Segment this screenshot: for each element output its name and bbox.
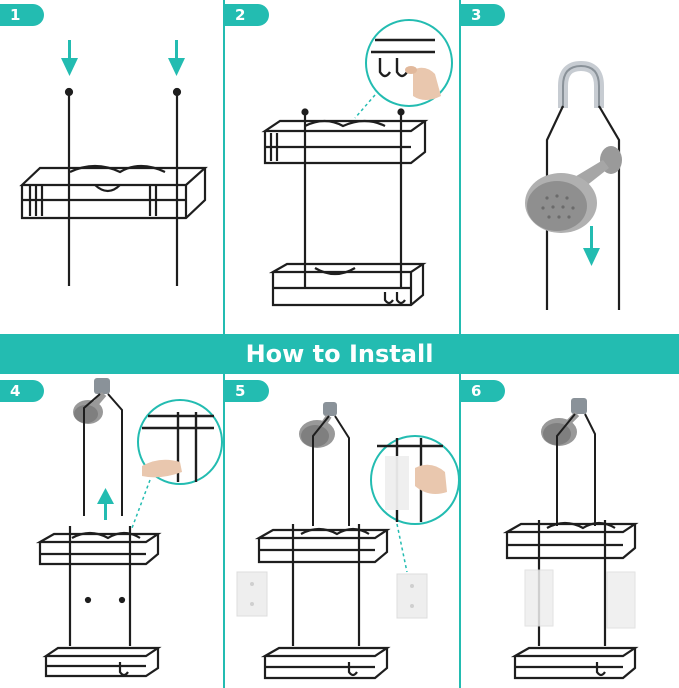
step-4-illustration	[35, 378, 223, 678]
step-4-badge: 4	[0, 380, 44, 402]
step-4-panel: 4	[0, 376, 223, 688]
detail-magnifier	[370, 435, 459, 525]
adhesive-pad-icon	[524, 569, 554, 627]
up-arrow-icon	[97, 488, 114, 520]
step-2-illustration	[261, 19, 453, 307]
divider	[459, 0, 461, 334]
step-5-panel: 5	[225, 376, 459, 688]
banner	[0, 334, 679, 374]
hand-icon	[142, 459, 182, 478]
detail-magnifier	[365, 19, 453, 107]
step-1-badge: 1	[0, 4, 44, 26]
step-5-badge: 5	[225, 380, 269, 402]
divider	[223, 374, 225, 688]
banner-title: How to Install	[245, 340, 434, 368]
caddy-icon	[35, 526, 162, 678]
hand-icon	[405, 66, 441, 100]
shower-head-icon	[299, 402, 337, 448]
step-6-illustration	[502, 398, 639, 680]
divider	[223, 0, 225, 334]
caddy-icon	[19, 87, 208, 286]
step-2-badge: 2	[225, 4, 269, 26]
step-5-illustration	[236, 402, 459, 680]
hand-icon	[415, 464, 447, 494]
shower-head-icon	[73, 378, 110, 424]
step-6-panel: 6	[461, 376, 679, 688]
divider	[459, 374, 461, 688]
down-arrow-icon	[168, 40, 185, 76]
shower-head-icon	[541, 398, 587, 446]
adhesive-pad-icon	[606, 571, 636, 629]
step-3-badge: 3	[461, 4, 505, 26]
adhesive-pad-icon	[396, 573, 428, 619]
hanger-hook	[545, 60, 621, 310]
caddy-icon	[261, 108, 429, 307]
caddy-icon	[254, 524, 391, 680]
step-3-illustration	[525, 60, 622, 310]
down-arrow-icon	[583, 226, 600, 266]
step-1-illustration	[19, 40, 208, 286]
shower-head-icon	[525, 146, 622, 233]
step-1-panel: 1	[0, 0, 223, 334]
step-3-panel: 3	[461, 0, 679, 334]
adhesive-pad-icon	[236, 571, 268, 617]
down-arrow-icon	[61, 40, 78, 76]
step-6-badge: 6	[461, 380, 505, 402]
detail-magnifier	[137, 399, 223, 485]
step-2-panel: 2	[225, 0, 459, 334]
